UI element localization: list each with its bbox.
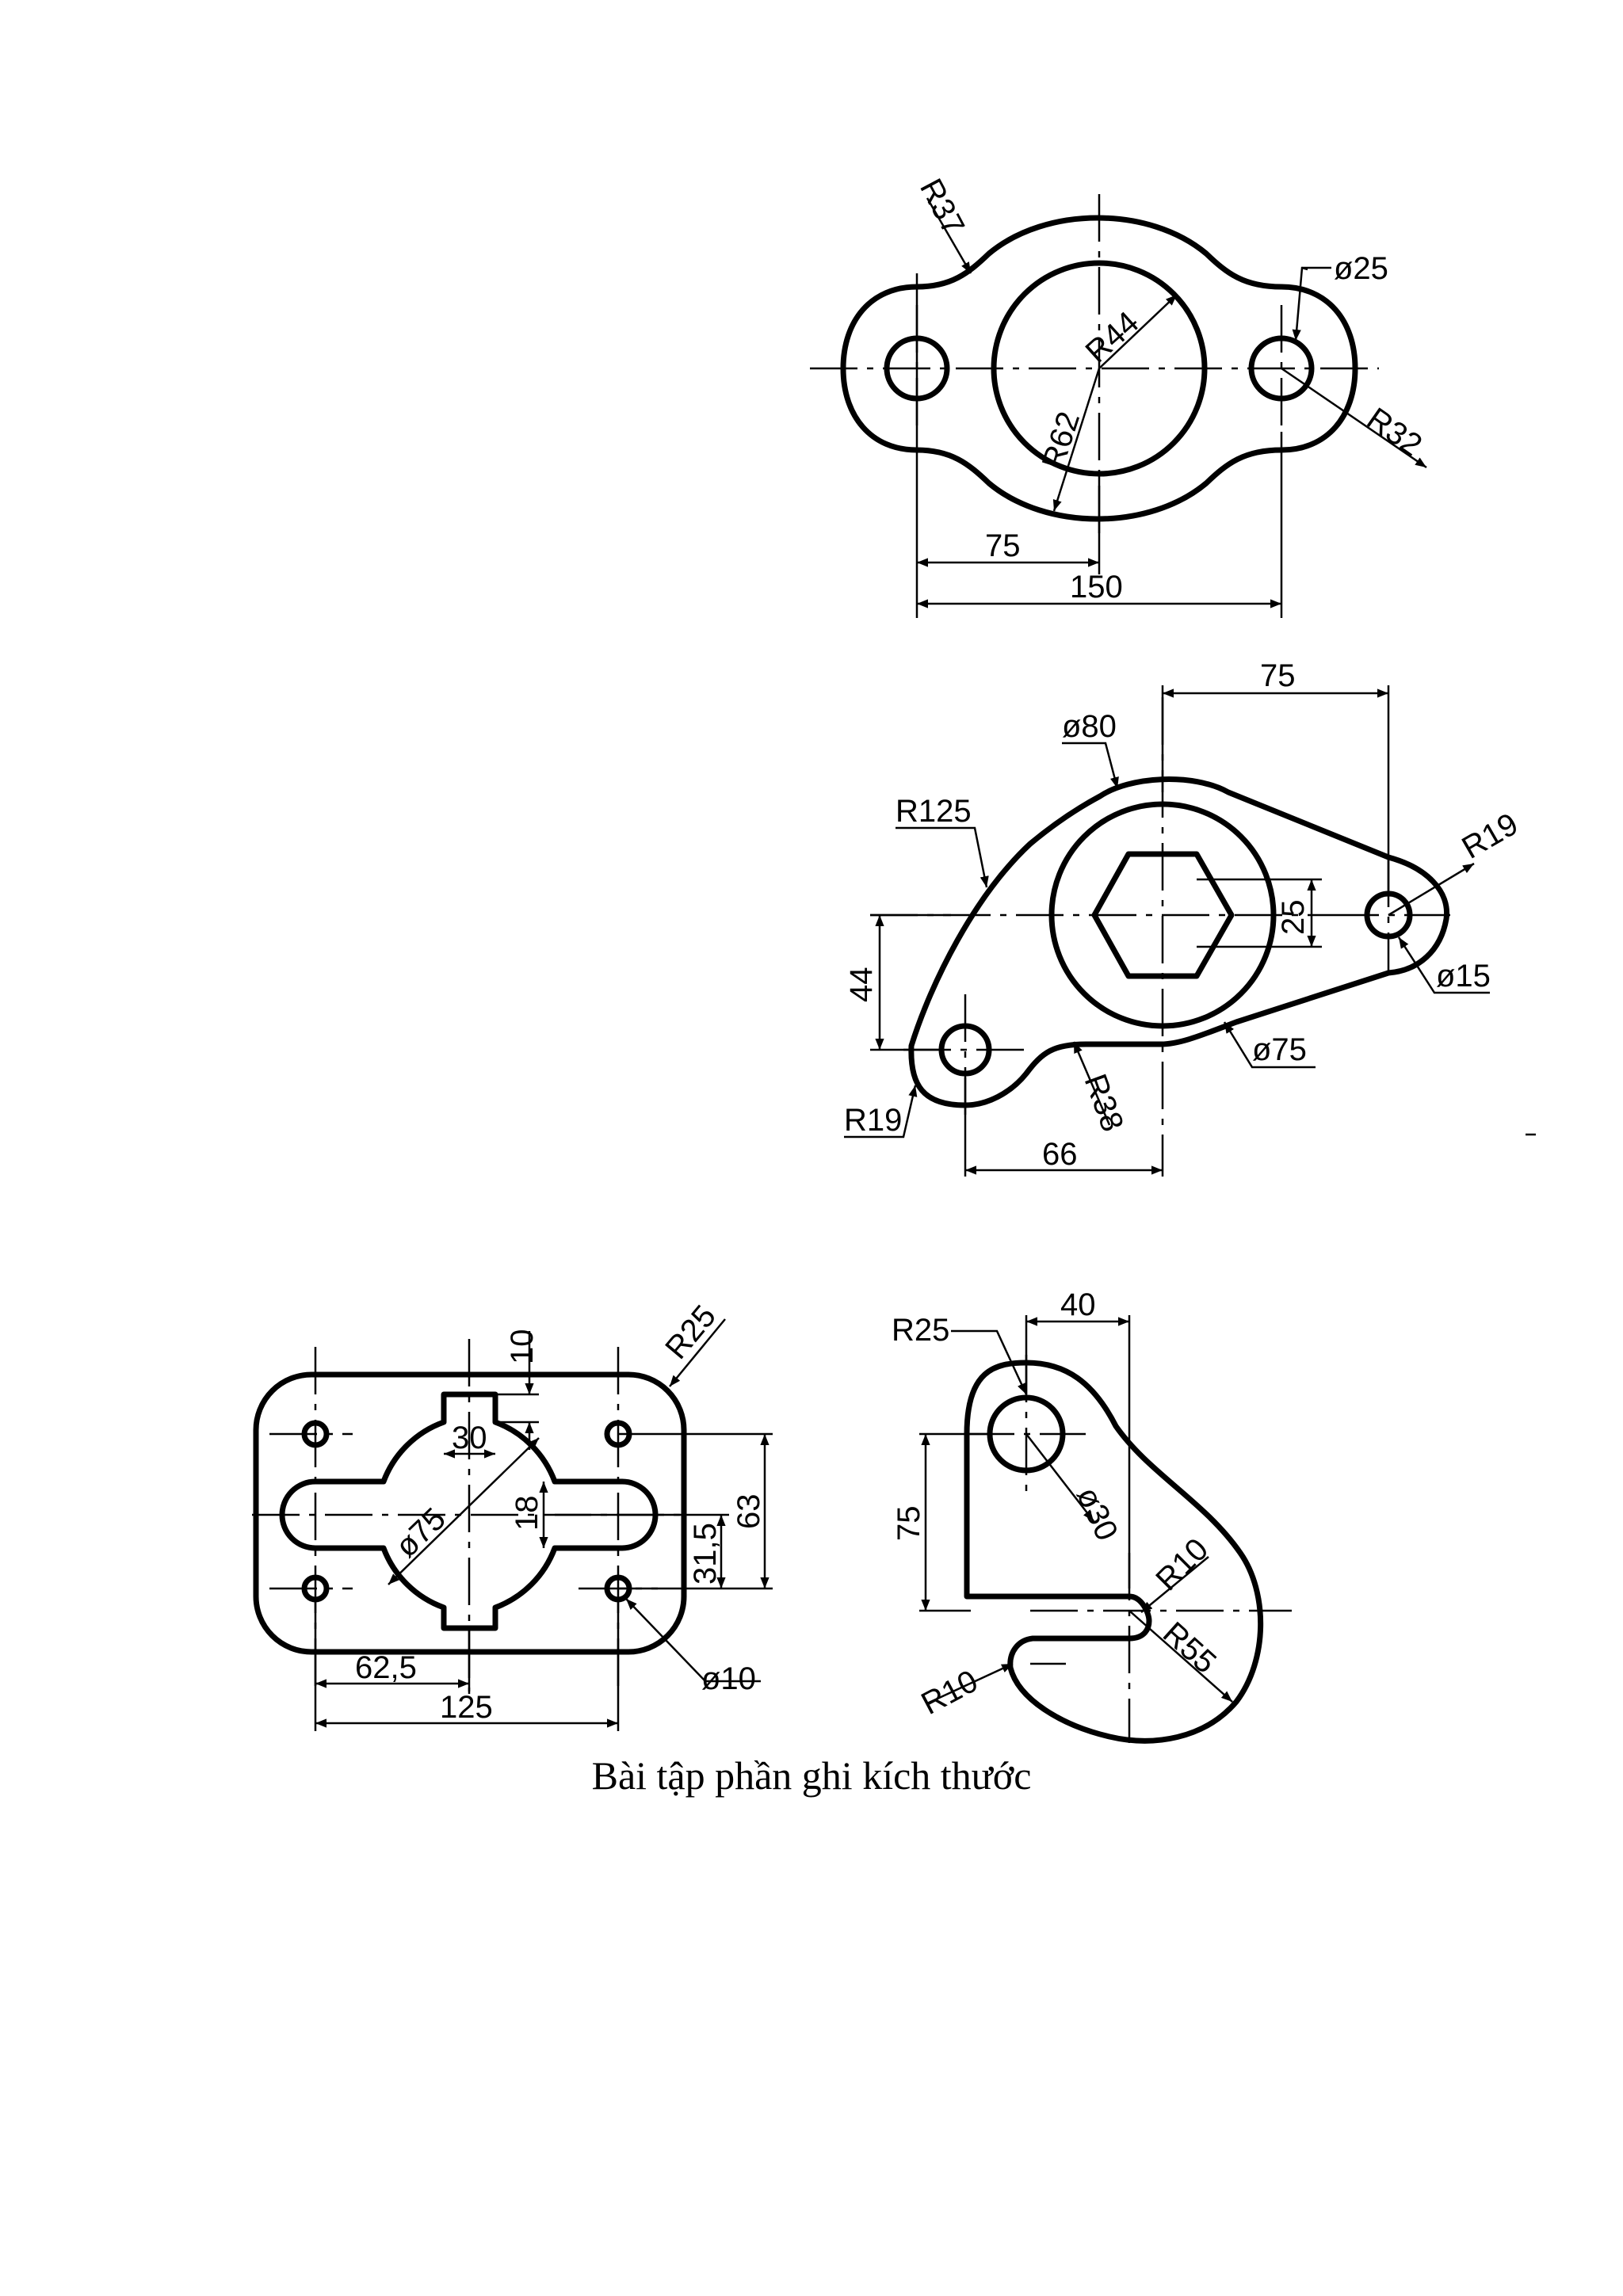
hook-outline bbox=[964, 1360, 1264, 1744]
dim-r55: R55 bbox=[1156, 1615, 1223, 1680]
dim-r25: R25 bbox=[892, 1313, 949, 1348]
dim-r19-left: R19 bbox=[844, 1103, 902, 1138]
dim-r25: R25 bbox=[659, 1299, 723, 1366]
figure-caption: Bài tập phần ghi kích thước bbox=[591, 1753, 1032, 1798]
dim-30: 30 bbox=[452, 1421, 487, 1455]
dim-r10-lower: R10 bbox=[916, 1664, 983, 1722]
dim-r62: R62 bbox=[1036, 407, 1087, 473]
figure-plate: 10 R25 30 18 31,5 63 ø75 62,5 125 ø10 bbox=[252, 1299, 773, 1731]
dim-dia75: ø75 bbox=[1252, 1032, 1307, 1067]
dim-62-5: 62,5 bbox=[355, 1650, 417, 1685]
dim-r38: R38 bbox=[1078, 1070, 1130, 1136]
dim-66: 66 bbox=[1042, 1137, 1078, 1172]
dim-125: 125 bbox=[440, 1690, 493, 1725]
dim-75: 75 bbox=[985, 528, 1021, 563]
dim-75: 75 bbox=[1260, 658, 1296, 693]
dim-r10-upper: R10 bbox=[1149, 1531, 1215, 1597]
dim-dia10: ø10 bbox=[701, 1661, 756, 1696]
dim-63: 63 bbox=[731, 1494, 766, 1530]
dim-r44: R44 bbox=[1079, 305, 1146, 370]
dim-150: 150 bbox=[1070, 570, 1123, 605]
slot-key-outline bbox=[279, 1391, 659, 1631]
figure-flange: R37 ø25 R44 R62 R32 75 150 bbox=[810, 174, 1428, 618]
hexagon bbox=[1091, 851, 1235, 979]
dim-31-5: 31,5 bbox=[688, 1523, 723, 1585]
dim-10: 10 bbox=[505, 1329, 540, 1365]
dim-r32: R32 bbox=[1361, 401, 1428, 463]
dim-40: 40 bbox=[1060, 1287, 1096, 1322]
dim-dia80: ø80 bbox=[1062, 709, 1117, 744]
figure-hook: R25 40 75 ø30 R10 R55 R10 bbox=[892, 1287, 1292, 1744]
dim-dia15: ø15 bbox=[1436, 959, 1491, 994]
figure-lever: 75 ø80 R125 R19 25 44 ø15 R19 R38 ø75 66 bbox=[844, 658, 1536, 1177]
dim-r125: R125 bbox=[896, 794, 972, 829]
dim-dia25: ø25 bbox=[1334, 251, 1388, 286]
dim-75: 75 bbox=[892, 1506, 926, 1542]
dim-18: 18 bbox=[510, 1496, 544, 1531]
dim-dia30: ø30 bbox=[1070, 1482, 1125, 1546]
lever-outline bbox=[908, 776, 1450, 1108]
dim-r37: R37 bbox=[913, 174, 971, 241]
dim-25: 25 bbox=[1276, 900, 1311, 936]
dim-44: 44 bbox=[844, 967, 879, 1003]
dim-dia75: ø75 bbox=[389, 1501, 453, 1565]
dim-r19-right: R19 bbox=[1457, 807, 1525, 866]
